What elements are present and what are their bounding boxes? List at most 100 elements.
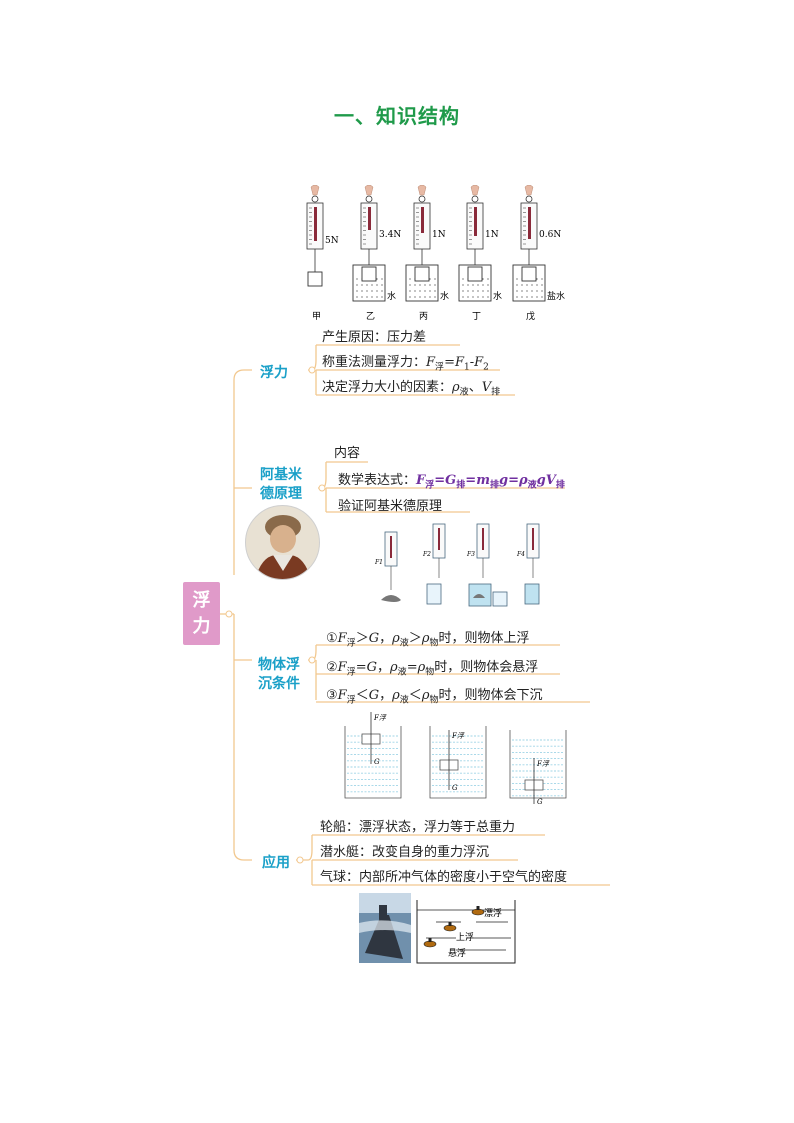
subscript-liquid: 液 (399, 638, 409, 649)
liquid-label-4: 盐水 (547, 290, 565, 302)
subscript-float: 浮 (346, 638, 356, 649)
branch-applications: 应用 (262, 855, 290, 871)
symbol-G: G (368, 631, 380, 646)
symbol-rho-object: ρ (417, 660, 426, 675)
gravity-label: G (452, 784, 458, 792)
tank-diagram-2: F浮G (429, 726, 487, 799)
symbol-F1: F (454, 355, 464, 370)
symbol-F: F (337, 631, 347, 646)
relation-density: ＜ (408, 688, 422, 703)
branch-sink-float-conditions: 物体浮 沉条件 (258, 656, 300, 694)
application-item-balloon: 气球：内部所冲气体的密度小于空气的密度 (320, 870, 568, 885)
subscript-liquid: 液 (397, 667, 407, 678)
comma: 、 (468, 380, 482, 395)
conditions-label-line2: 沉条件 (258, 676, 300, 692)
subscript-1: 1 (464, 362, 470, 373)
verify-scale-3: F3 (466, 523, 490, 578)
factors-prefix: 决定浮力大小的因素： (322, 380, 453, 395)
state-label-2: 上浮 (456, 931, 474, 943)
tank-diagram-3: F浮G (509, 730, 567, 806)
subscript-object: 物 (429, 638, 439, 649)
symbol-rho-object: ρ (421, 688, 430, 703)
scale-reading-3: 1N (432, 230, 446, 240)
separator: ， (377, 660, 391, 675)
condition-row-2: ②F浮=G，ρ液=ρ物时，则物体会悬浮 (326, 656, 538, 678)
scale-label-1: 甲 (312, 311, 321, 322)
verify-label-3: F3 (466, 551, 475, 558)
archimedes-formula: F浮=G排=m排g=ρ液gV排 (416, 473, 565, 491)
condition-result: 时，则物体上浮 (438, 631, 530, 646)
cause-text: 产生原因：压力差 (322, 330, 427, 345)
weighing-prefix: 称重法测量浮力： (322, 355, 427, 370)
equals-sign: = (444, 355, 455, 370)
subscript-object: 物 (425, 667, 435, 678)
scale-reading-5: 0.6N (539, 230, 561, 240)
symbol-F: F (337, 660, 347, 675)
buoyant-force-label: F浮 (536, 760, 550, 768)
subscript-float: 浮 (346, 695, 356, 706)
state-label-1: 漂浮 (484, 907, 502, 919)
buoyant-force-label: F浮 (373, 714, 387, 722)
leaf-cause: 产生原因：压力差 (322, 326, 426, 345)
scale-reading-1: 5N (325, 236, 339, 246)
scale-reading-2: 3.4N (379, 230, 401, 240)
application-item-submarine: 潜水艇：改变自身的重力浮沉 (320, 845, 490, 860)
root-node-buoyancy: 浮 力 (183, 582, 220, 645)
archimedes-label-line1: 阿基米 (260, 467, 302, 483)
f-F: F (416, 473, 426, 488)
verify-scale-4: F4 (516, 523, 540, 578)
symbol-rho-liquid: ρ (392, 688, 400, 703)
conditions-label-line1: 物体浮 (258, 657, 300, 673)
root-label-line1: 浮 (192, 590, 211, 611)
f-sub-disp1: 排 (456, 480, 466, 491)
submarine-state-1: 漂浮 (471, 906, 502, 919)
scale-label-4: 丁 (472, 312, 481, 322)
state-label-3: 悬浮 (448, 947, 466, 959)
relation-force: = (355, 660, 367, 675)
verify-label-4: F4 (516, 551, 525, 558)
leaf-formula: 数学表达式：F浮=G排=m排g=ρ液gV排 (338, 469, 565, 491)
application-item-ship: 轮船：漂浮状态，浮力等于总重力 (320, 820, 516, 835)
condition-row-3: ③F浮＜G，ρ液＜ρ物时，则物体会下沉 (326, 684, 543, 706)
archimedes-portrait-image (245, 505, 320, 580)
verify-scale-2: F2 (422, 523, 446, 578)
subscript-liquid: 液 (399, 695, 409, 706)
leaf-verify: 验证阿基米德原理 (338, 499, 443, 514)
relation-force: ＞ (355, 631, 369, 646)
leaf-weighing-method: 称重法测量浮力：F浮=F1-F2 (322, 351, 489, 373)
page-title: 一、知识结构 (334, 104, 460, 128)
condition-result: 时，则物体会悬浮 (434, 660, 539, 675)
root-label-line2: 力 (192, 616, 211, 637)
liquid-label-2: 水 (440, 290, 449, 302)
leaf-content: 内容 (334, 446, 361, 461)
subscript-float: 浮 (435, 362, 445, 373)
separator: ， (379, 631, 393, 646)
condition-row-1: ①F浮＞G，ρ液＞ρ物时，则物体上浮 (326, 627, 530, 649)
relation-force: ＜ (355, 688, 369, 703)
verify-scale-1: F1 (374, 531, 398, 590)
subscript-object: 物 (429, 695, 439, 706)
gravity-label: G (374, 758, 380, 766)
symbol-rho-object: ρ (421, 631, 430, 646)
verify-label-2: F2 (422, 551, 431, 558)
condition-number: ② (326, 660, 338, 675)
f-rho: ρ (518, 473, 528, 488)
verify-label-1: F1 (374, 559, 383, 566)
symbol-G: G (368, 688, 380, 703)
scale-reading-4: 1N (485, 230, 499, 240)
subscript-displaced: 排 (491, 387, 501, 398)
subscript-2: 2 (483, 362, 489, 373)
symbol-rho: ρ (452, 380, 460, 395)
separator: ， (379, 688, 393, 703)
minus-sign: - (469, 355, 475, 370)
submarine-photo-image (359, 893, 411, 963)
symbol-V: V (481, 380, 492, 395)
formula-prefix: 数学表达式： (338, 473, 417, 488)
branch-archimedes: 阿基米 德原理 (260, 466, 302, 504)
spring-scale-1: 5N 甲 (306, 185, 339, 322)
